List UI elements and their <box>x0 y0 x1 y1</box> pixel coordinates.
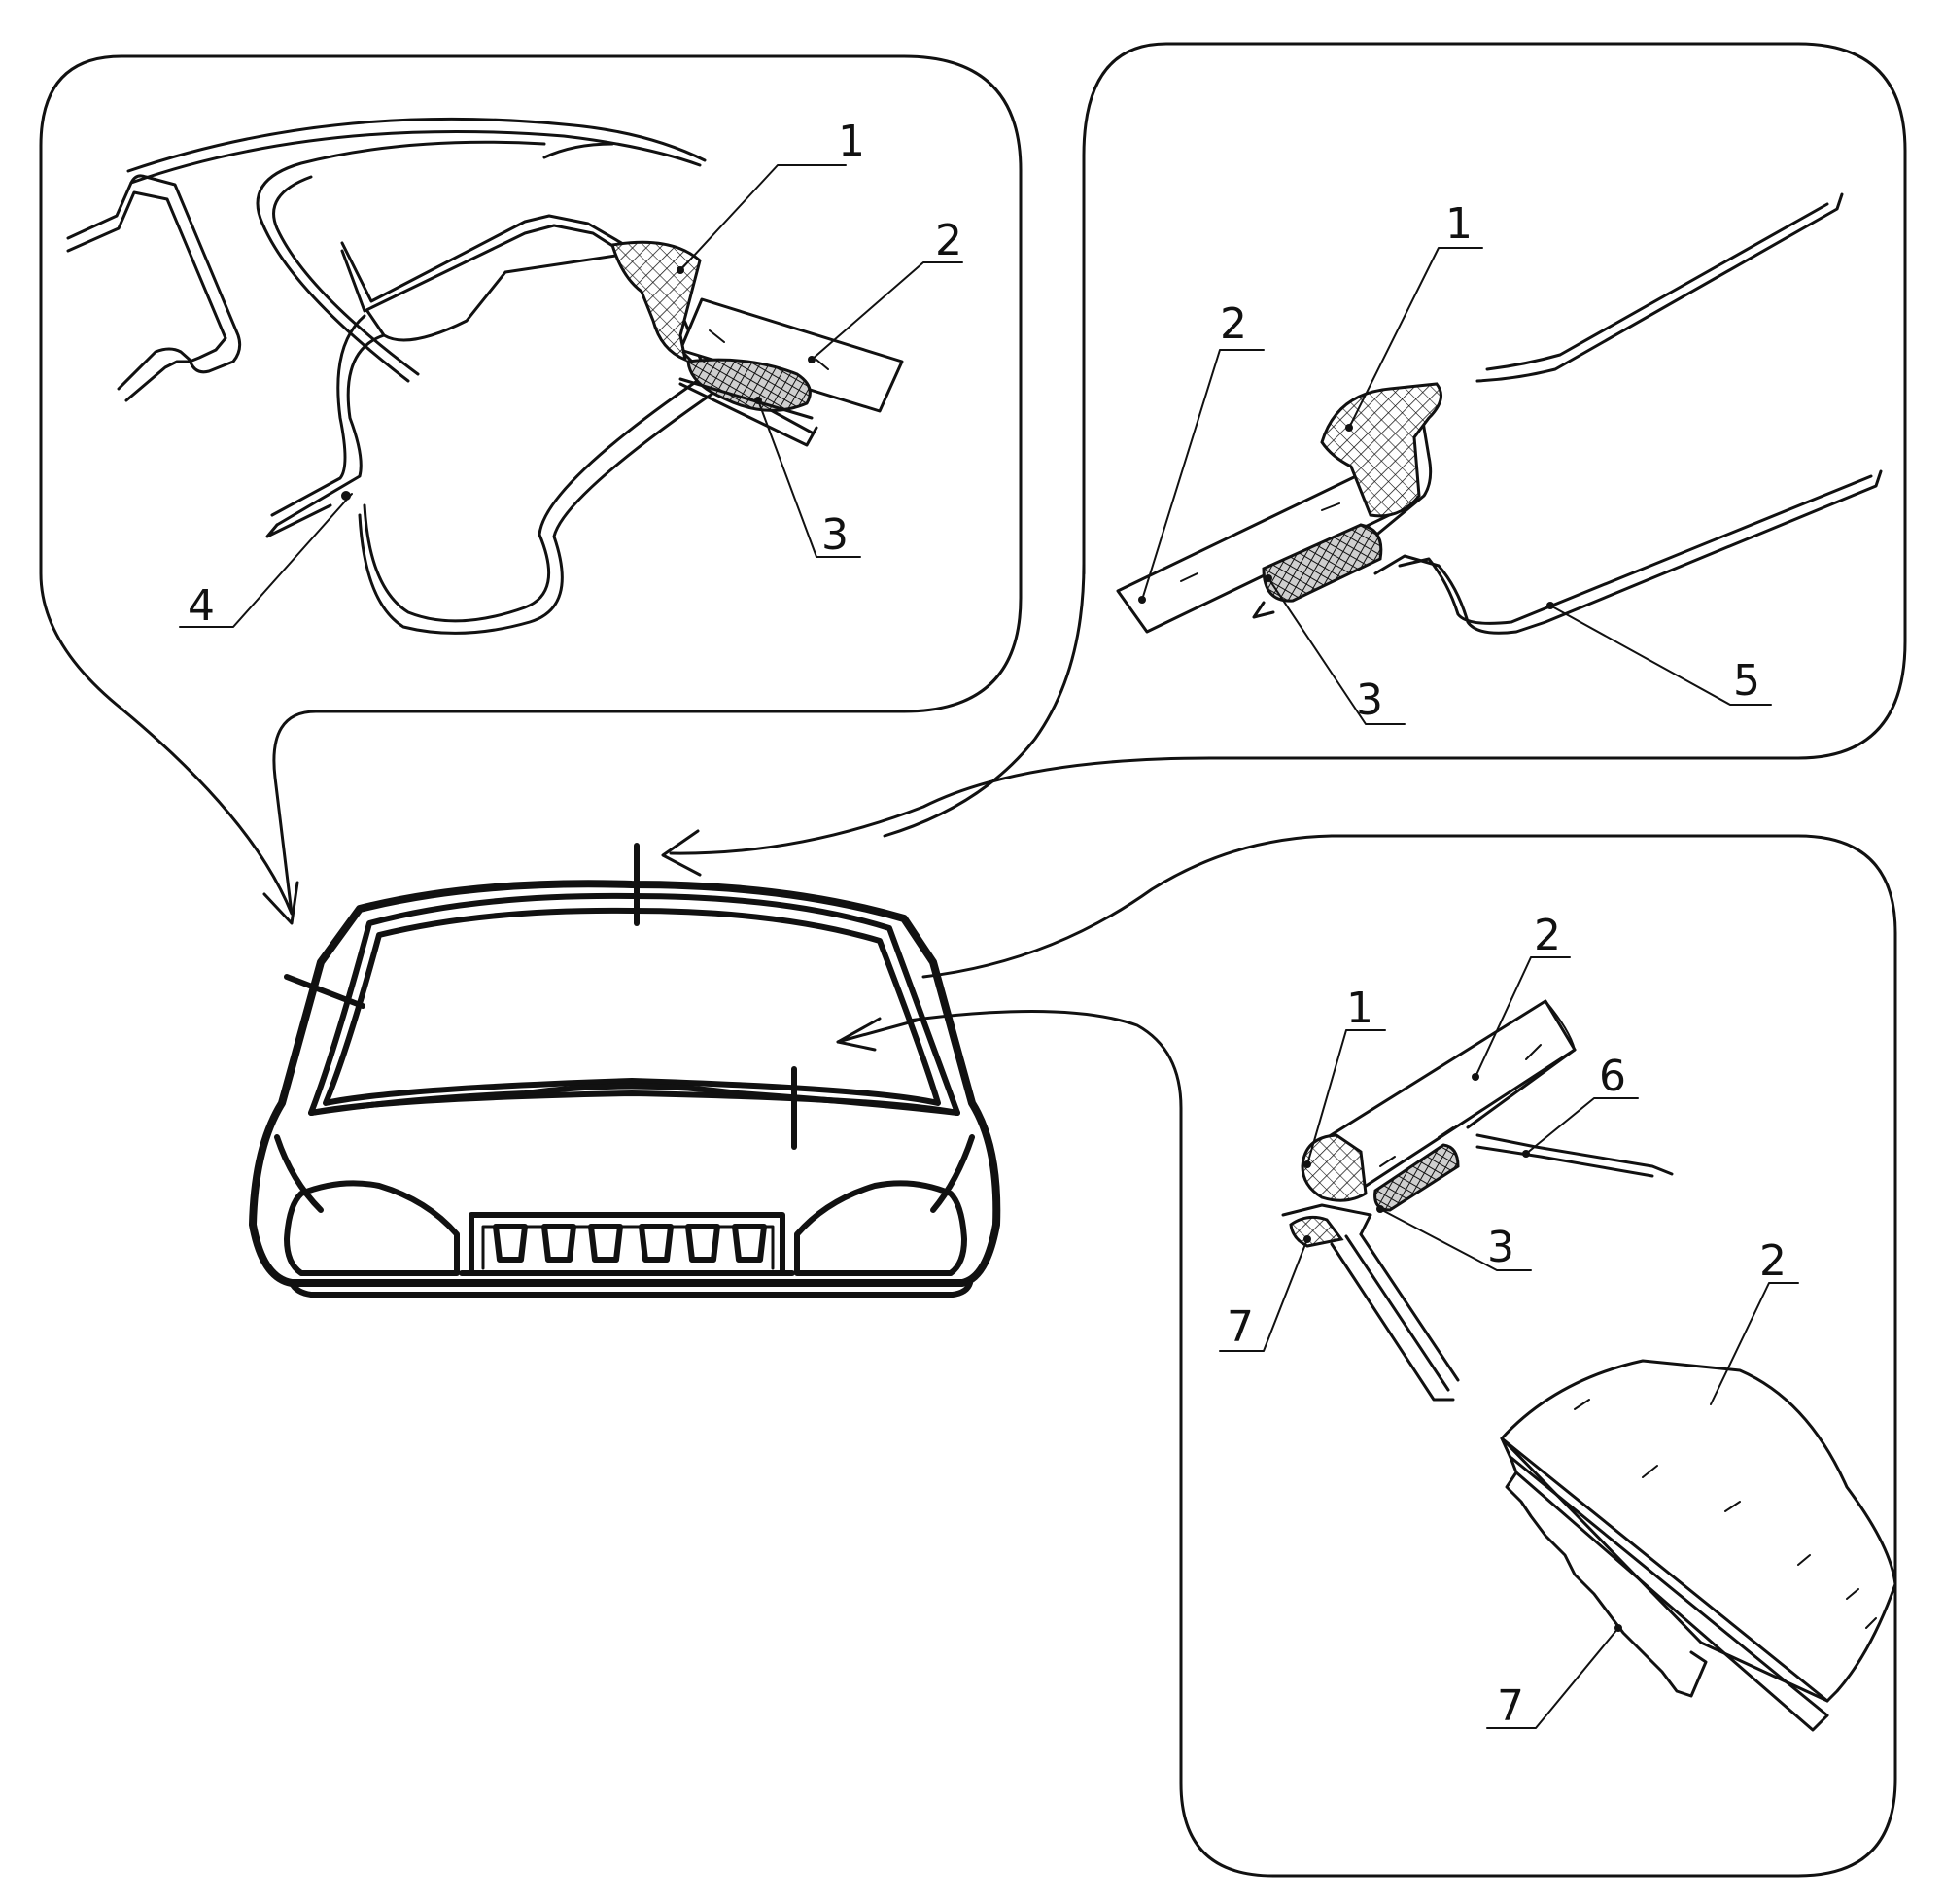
headlight-right <box>794 1180 967 1276</box>
car-front-view <box>249 843 1001 1298</box>
callout-1: 1 <box>1346 984 1373 1033</box>
callout-7: 7 <box>1227 1302 1254 1352</box>
hood-side-right <box>930 1134 975 1213</box>
callout-2: 2 <box>1534 911 1561 960</box>
grille-frame <box>459 1212 795 1276</box>
adhesive-bead-3 <box>1262 523 1383 603</box>
pointer-arrowhead <box>661 829 702 877</box>
section-mark-pillar <box>284 974 365 1009</box>
clip-7 <box>1289 1215 1344 1248</box>
adhesive-bead-3 <box>686 358 812 412</box>
pointer-arrowhead <box>262 881 299 925</box>
detail-panel-bottom-right: 1 2 6 3 7 2 7 <box>836 834 1897 1878</box>
callout-3: 3 <box>821 510 849 560</box>
hood-side-left <box>274 1134 324 1213</box>
adhesive-bead-3 <box>1373 1143 1460 1212</box>
callout-4: 4 <box>188 581 215 631</box>
callout-1: 1 <box>838 117 865 166</box>
glass-edge-view <box>1500 1359 1897 1732</box>
callout-2-edge: 2 <box>1759 1236 1787 1286</box>
callout-6: 6 <box>1599 1052 1626 1101</box>
callout-7-edge: 7 <box>1497 1681 1524 1731</box>
hood-line <box>308 1083 960 1116</box>
panel-frame <box>669 42 1907 855</box>
section-view <box>1281 999 1674 1402</box>
panel-frame <box>907 834 1897 1878</box>
bumper-bottom <box>289 1280 973 1298</box>
roof-profile <box>66 117 707 402</box>
windshield-inner <box>323 907 941 1106</box>
detail-panel-top-right: 1 2 3 5 <box>661 42 1907 877</box>
callout-5: 5 <box>1733 656 1760 706</box>
callout-3: 3 <box>1487 1223 1514 1272</box>
panel-frame <box>39 54 1023 916</box>
callout-2: 2 <box>935 216 962 265</box>
detail-panel-top-left: 1 2 3 4 <box>39 54 1023 925</box>
pointer-arrowhead <box>836 1017 882 1052</box>
grille-slots <box>493 1224 767 1263</box>
grille-frame-inner <box>481 1225 775 1270</box>
callout-1: 1 <box>1445 199 1473 249</box>
glass-pane-2 <box>678 297 904 413</box>
headlight-left <box>284 1180 460 1276</box>
callout-3: 3 <box>1356 675 1383 725</box>
callout-2: 2 <box>1220 299 1247 349</box>
pillar-section <box>265 214 818 635</box>
flange-under <box>678 377 814 420</box>
